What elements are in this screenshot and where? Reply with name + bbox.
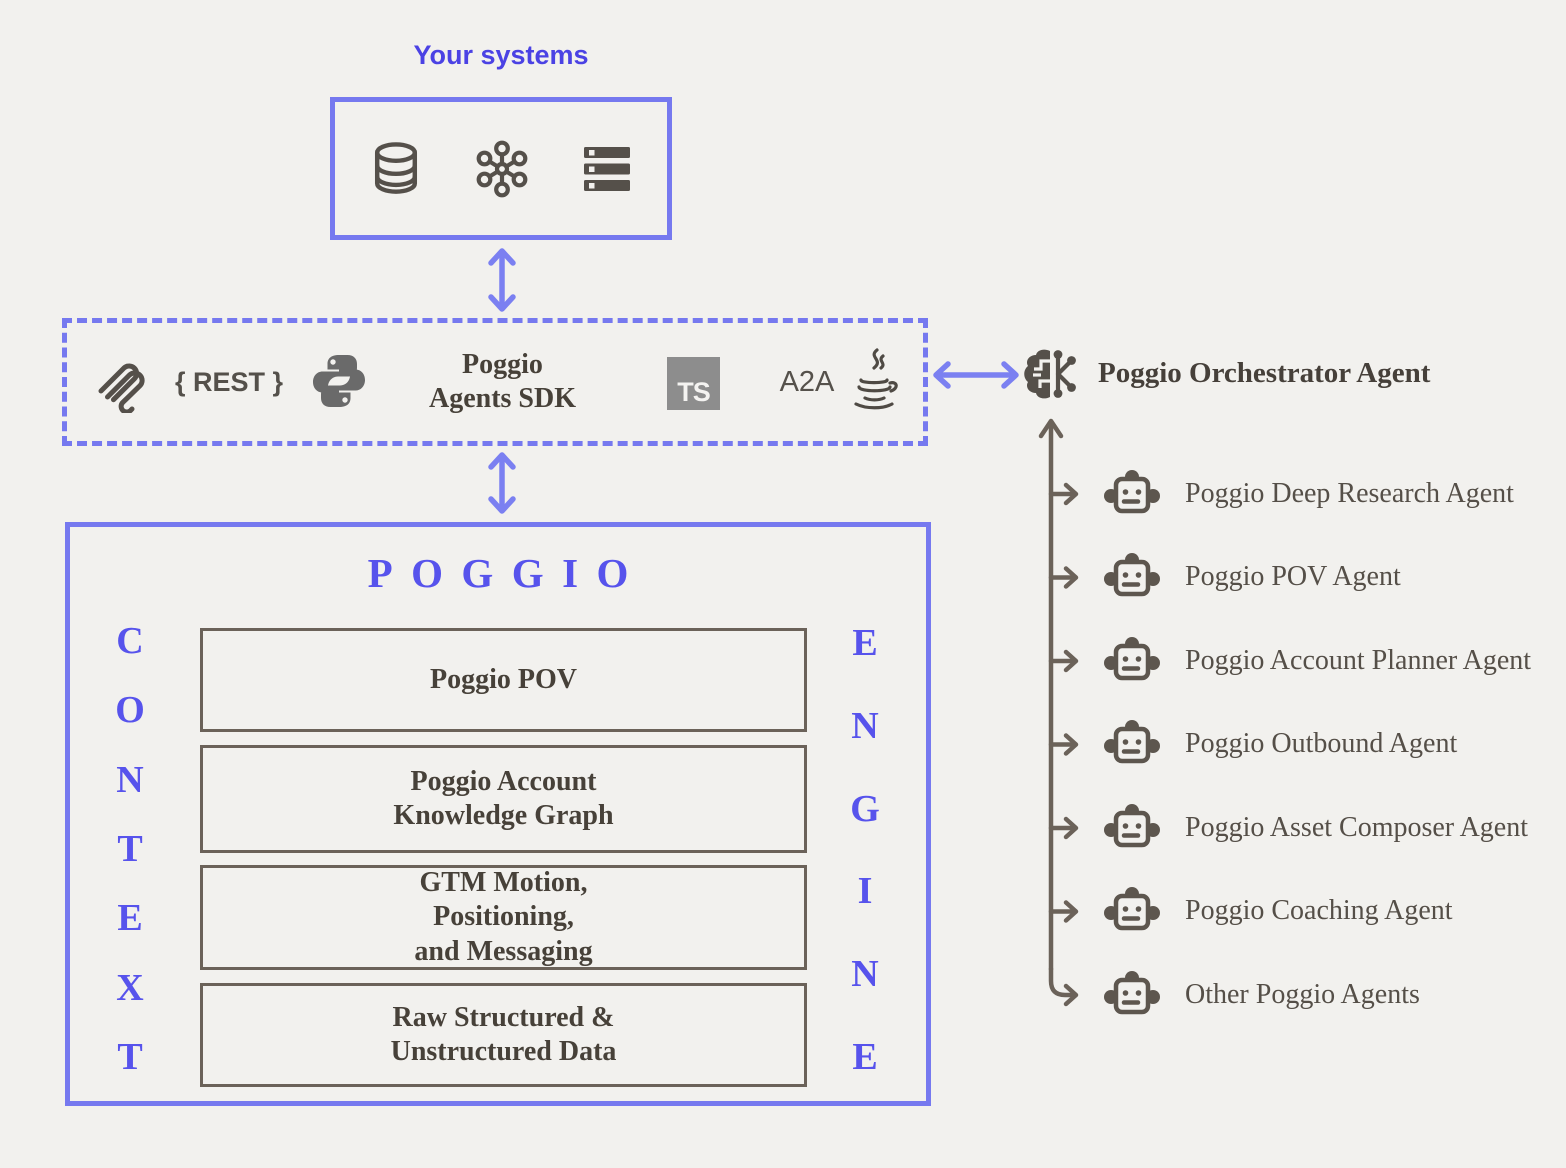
brain-circuit-icon <box>1024 349 1076 399</box>
systems-sdk-double-arrow <box>488 248 516 312</box>
java-icon <box>854 348 898 410</box>
layer-poggio-pov: Poggio POV <box>200 628 807 732</box>
agent-label: Poggio Outbound Agent <box>1185 728 1458 759</box>
agent-row: Poggio Outbound Agent <box>1103 716 1457 772</box>
agent-label: Poggio Deep Research Agent <box>1185 478 1514 509</box>
layer-gtm-motion: GTM Motion, Positioning, and Messaging <box>200 865 807 970</box>
layer-raw-data: Raw Structured & Unstructured Data <box>200 983 807 1087</box>
agent-row: Poggio Deep Research Agent <box>1103 466 1514 522</box>
rest-label: { REST } <box>174 366 284 397</box>
context-vertical-label: C O N T E X T <box>115 620 145 1078</box>
robot-icon <box>1104 804 1160 848</box>
agent-label: Poggio POV Agent <box>1185 561 1401 592</box>
agent-tree-connector <box>1038 418 1079 1007</box>
robot-icon <box>1104 887 1160 931</box>
poggio-context-engine-box: POGGIO C O N T E X T E N G I N E Poggio … <box>65 522 931 1106</box>
sdk-title: Poggio Agents SDK <box>428 349 576 414</box>
database-icon <box>374 141 418 194</box>
orchestrator-label: Poggio Orchestrator Agent <box>1098 356 1431 389</box>
mcp-icon <box>98 363 145 413</box>
sdk-orchestrator-double-arrow <box>933 361 1019 389</box>
agent-row: Poggio POV Agent <box>1103 549 1401 605</box>
robot-icon <box>1104 971 1160 1015</box>
poggio-title: POGGIO <box>367 550 647 596</box>
agent-row: Poggio Coaching Agent <box>1103 883 1453 939</box>
sdk-poggio-double-arrow <box>488 452 516 514</box>
agent-label: Poggio Coaching Agent <box>1185 895 1453 926</box>
agent-row: Poggio Asset Composer Agent <box>1103 800 1528 856</box>
agent-label: Poggio Asset Composer Agent <box>1185 812 1529 843</box>
agent-label: Poggio Account Planner Agent <box>1185 645 1532 676</box>
engine-vertical-label: E N G I N E <box>850 622 880 1078</box>
your-systems-box <box>330 97 672 240</box>
your-systems-label: Your systems <box>413 40 589 70</box>
robot-icon <box>1104 720 1160 764</box>
robot-icon <box>1104 637 1160 681</box>
robot-icon <box>1104 553 1160 597</box>
a2a-label: A2A <box>779 365 835 398</box>
typescript-icon: TS <box>667 357 720 410</box>
server-icon <box>584 146 630 191</box>
agent-row: Poggio Account Planner Agent <box>1103 633 1531 689</box>
poggio-agents-sdk-box: { REST } Poggio Agents SDK TS A2A <box>62 318 928 446</box>
hub-icon <box>476 140 528 197</box>
layer-account-knowledge-graph: Poggio Account Knowledge Graph <box>200 745 807 853</box>
agent-label: Other Poggio Agents <box>1185 979 1420 1010</box>
python-icon <box>313 355 365 407</box>
robot-icon <box>1104 470 1160 514</box>
agent-row: Other Poggio Agents <box>1103 967 1420 1023</box>
